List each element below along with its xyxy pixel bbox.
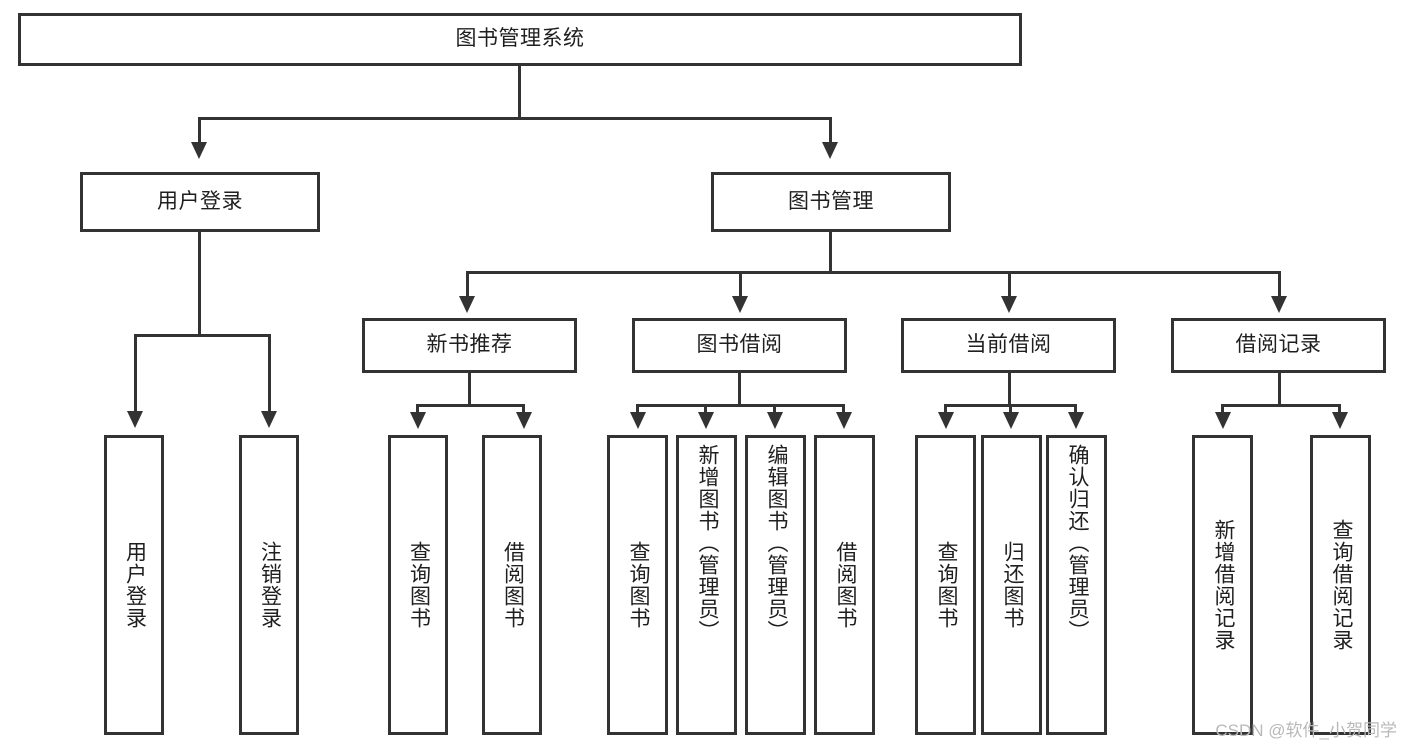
arrowhead-to-leaf-user-login [127, 411, 143, 428]
leaf-borrow-book-1[interactable]: 借阅图书 [482, 435, 542, 735]
arrowhead-to-leaf-query-book-3 [938, 412, 954, 429]
node-new-book-recommend[interactable]: 新书推荐 [362, 318, 577, 373]
node-label: 借阅记录 [1235, 333, 1322, 357]
connector-bm-drop-3 [1008, 271, 1011, 299]
connector-bb-drop-1 [636, 404, 639, 416]
leaf-edit-book[interactable]: 编辑图书（管理员） [745, 435, 806, 735]
connector-bm-drop-1 [466, 271, 469, 299]
connector-root-bar [198, 117, 832, 120]
arrowhead-to-leaf-add-book [698, 412, 714, 429]
leaf-label: 编辑图书（管理员） [764, 444, 788, 642]
node-label: 当前借阅 [965, 333, 1052, 357]
connector-cb-drop-3 [1074, 404, 1077, 416]
connector-root-stem [518, 66, 521, 119]
connector-br-stem [1278, 373, 1281, 407]
node-book-borrow[interactable]: 图书借阅 [632, 318, 847, 373]
leaf-confirm-return[interactable]: 确认归还（管理员） [1046, 435, 1107, 735]
connector-cb-drop-1 [944, 404, 947, 416]
connector-br-bar [1221, 404, 1341, 407]
leaf-query-borrow-record[interactable]: 查询借阅记录 [1310, 435, 1371, 735]
connector-cb-drop-2 [1009, 404, 1012, 416]
arrowhead-to-leaf-query-book-1 [410, 412, 426, 429]
arrowhead-to-leaf-add-borrow-record [1215, 412, 1231, 429]
leaf-label: 新增图书（管理员） [695, 444, 719, 642]
connector-book-management-stem [829, 232, 832, 274]
node-book-management[interactable]: 图书管理 [711, 172, 951, 232]
arrowhead-to-current-borrow [1001, 296, 1017, 313]
node-user-login[interactable]: 用户登录 [80, 172, 320, 232]
connector-nbr-drop-1 [416, 404, 419, 416]
leaf-label: 借阅图书 [501, 541, 525, 629]
connector-bb-bar [636, 404, 845, 407]
node-label: 图书借阅 [696, 333, 783, 357]
leaf-label: 查询借阅记录 [1329, 519, 1353, 651]
leaf-label: 查询图书 [934, 541, 958, 629]
leaf-label: 查询图书 [407, 541, 431, 629]
node-current-borrow[interactable]: 当前借阅 [901, 318, 1116, 373]
arrowhead-to-book-borrow [732, 296, 748, 313]
arrowhead-to-new-book-recommend [459, 296, 475, 313]
arrowhead-to-borrow-record [1271, 296, 1287, 313]
connector-br-drop-1 [1221, 404, 1224, 416]
connector-bb-drop-2 [704, 404, 707, 416]
leaf-return-book[interactable]: 归还图书 [981, 435, 1042, 735]
arrowhead-to-leaf-query-book-2 [630, 412, 646, 429]
leaf-label: 确认归还（管理员） [1065, 444, 1089, 642]
connector-user-login-drop-2 [268, 334, 271, 414]
leaf-label: 注销登录 [258, 541, 282, 629]
connector-bb-stem [738, 373, 741, 407]
leaf-query-book-2[interactable]: 查询图书 [607, 435, 668, 735]
connector-nbr-stem [468, 373, 471, 407]
node-borrow-record[interactable]: 借阅记录 [1171, 318, 1386, 373]
leaf-label: 查询图书 [626, 541, 650, 629]
node-label: 新书推荐 [426, 333, 513, 357]
connector-bb-drop-3 [773, 404, 776, 416]
leaf-label: 用户登录 [123, 541, 147, 629]
connector-user-login-stem [198, 232, 201, 337]
csdn-watermark: CSDN @软件_小贺同学 [1215, 721, 1397, 740]
arrowhead-to-leaf-borrow-book-2 [836, 412, 852, 429]
node-label: 图书管理系统 [455, 27, 585, 51]
leaf-label: 借阅图书 [833, 541, 857, 629]
leaf-label: 归还图书 [1000, 541, 1024, 629]
arrowhead-to-leaf-query-borrow-record [1332, 412, 1348, 429]
leaf-user-login[interactable]: 用户登录 [104, 435, 164, 735]
leaf-query-book-3[interactable]: 查询图书 [915, 435, 976, 735]
connector-br-drop-2 [1338, 404, 1341, 416]
connector-user-login-drop-1 [134, 334, 137, 414]
connector-user-login-bar [134, 334, 271, 337]
arrowhead-to-leaf-confirm-return [1068, 412, 1084, 429]
connector-root-drop-right [829, 117, 832, 145]
leaf-logout-login[interactable]: 注销登录 [239, 435, 299, 735]
arrowhead-to-leaf-edit-book [767, 412, 783, 429]
arrowhead-to-leaf-borrow-book-1 [516, 412, 532, 429]
connector-bb-drop-4 [842, 404, 845, 416]
connector-cb-stem [1008, 373, 1011, 407]
leaf-add-borrow-record[interactable]: 新增借阅记录 [1192, 435, 1253, 735]
node-label: 图书管理 [788, 189, 874, 213]
leaf-add-book[interactable]: 新增图书（管理员） [676, 435, 737, 735]
connector-bm-drop-4 [1278, 271, 1281, 299]
connector-nbr-drop-2 [522, 404, 525, 416]
connector-nbr-bar [416, 404, 525, 407]
node-label: 用户登录 [157, 189, 243, 213]
arrowhead-to-user-login [191, 142, 207, 159]
connector-book-management-bar [466, 271, 1281, 274]
leaf-borrow-book-2[interactable]: 借阅图书 [814, 435, 875, 735]
arrowhead-to-book-management [822, 142, 838, 159]
arrowhead-to-leaf-return-book [1003, 412, 1019, 429]
leaf-query-book-1[interactable]: 查询图书 [388, 435, 448, 735]
arrowhead-to-leaf-logout-login [261, 411, 277, 428]
connector-root-drop-left [198, 117, 201, 145]
node-root-book-management-system[interactable]: 图书管理系统 [18, 13, 1022, 66]
leaf-label: 新增借阅记录 [1211, 519, 1235, 651]
connector-bm-drop-2 [739, 271, 742, 299]
